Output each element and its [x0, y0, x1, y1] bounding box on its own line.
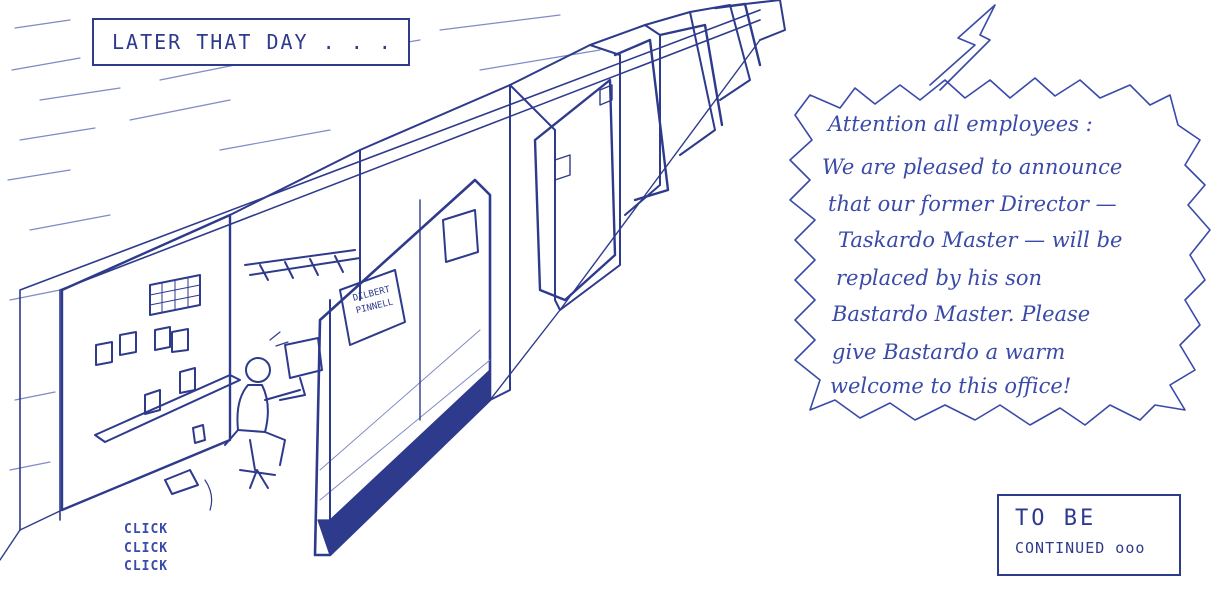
continued-text: CONTINUED ooo — [1015, 539, 1146, 557]
front-panel — [313, 178, 492, 557]
announcement-line-7: give Bastardo a warm — [832, 340, 1066, 364]
announcement-line-2: We are pleased to announce — [822, 155, 1123, 179]
later-that-day-caption: LATER THAT DAY . . . — [92, 18, 410, 66]
to-be-continued-caption: TO BE CONTINUED ooo — [997, 494, 1181, 576]
to-be-text: TO BE — [1015, 506, 1097, 531]
announcement-line-8: welcome to this office! — [830, 374, 1072, 398]
announcement-line-1: Attention all employees : — [828, 112, 1093, 136]
announcement-line-4: Taskardo Master — will be — [838, 228, 1123, 252]
announcement-line-5: replaced by his son — [836, 266, 1043, 290]
announcement-bubble — [789, 77, 1211, 426]
worker-figure — [224, 357, 301, 489]
click-sound-2: CLICK — [124, 541, 169, 556]
wall-hatching — [7, 14, 601, 471]
click-sound-3: CLICK — [124, 559, 169, 574]
later-caption-text: LATER THAT DAY . . . — [112, 30, 393, 54]
announcement-line-3: that our former Director — — [828, 192, 1117, 216]
left-cubicle-wall — [60, 213, 232, 512]
click-sound-1: CLICK — [124, 522, 169, 537]
announcement-line-6: Bastardo Master. Please — [832, 302, 1091, 326]
